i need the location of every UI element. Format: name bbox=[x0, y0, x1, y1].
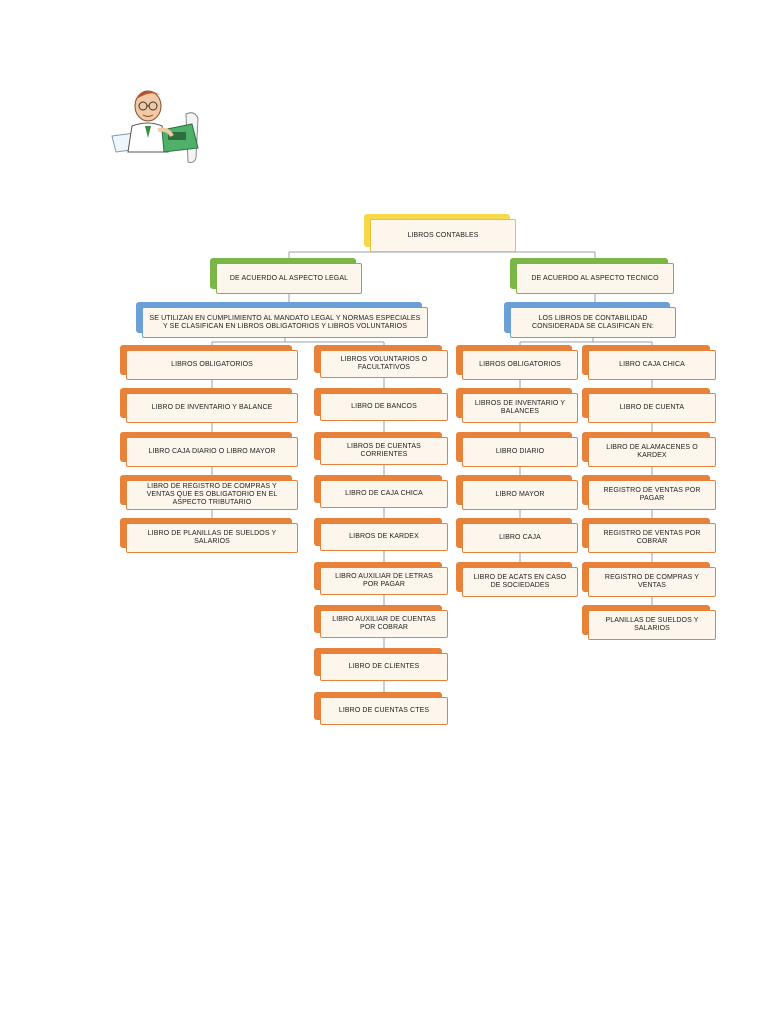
branch-2-col-2-item-5: REGISTRO DE VENTAS POR COBRAR bbox=[582, 518, 716, 553]
branch-1-col-1-item-2-label: LIBRO DE INVENTARIO Y BALANCE bbox=[126, 393, 298, 423]
branch-1-col-1-item-3-label: LIBRO CAJA DIARIO O lIBRO MAYOR bbox=[126, 437, 298, 467]
branch-1-col-1-item-3: LIBRO CAJA DIARIO O lIBRO MAYOR bbox=[120, 432, 298, 467]
branch-1-col-2-item-5-label: LIBROS DE KARDEX bbox=[320, 523, 448, 551]
branch-1-col-2-item-4-label: LIBRO DE CAJA CHICA bbox=[320, 480, 448, 508]
branch-2-col-2-item-1: LIBRO CAJA CHICA bbox=[582, 345, 716, 380]
branch-2-col-1-item-3: LIBRO DIARIO bbox=[456, 432, 578, 467]
branch-1-col-2-item-1: LIBROS VOLUNTARIOS O FACULTATIVOS bbox=[314, 345, 448, 378]
branch-1-col-1-item-4: LIBRO DE REGISTRO DE COMPRAS Y VENTAS QU… bbox=[120, 475, 298, 510]
branch-2-col-1-item-1-label: LIBROS OBLIGATORIOS bbox=[462, 350, 578, 380]
branch-1-col-2-item-7: LIBRO AUXILIAR DE CUENTAS POR COBRAR bbox=[314, 605, 448, 638]
branch-2-col-2-item-6-label: REGISTRO DE COMPRAS Y VENTAS bbox=[588, 567, 716, 597]
branch-1-col-1-item-1: LIBROS OBLIGATORIOS bbox=[120, 345, 298, 380]
branch-2-col-2-item-4: REGISTRO DE VENTAS POR PAGAR bbox=[582, 475, 716, 510]
branch-1-col-2-item-9: LIBRO DE CUENTAS CTES bbox=[314, 692, 448, 725]
branch-2-col-2-item-5-label: REGISTRO DE VENTAS POR COBRAR bbox=[588, 523, 716, 553]
branch-1-description-label: SE UTILIZAN EN CUMPLIMIENTO AL MANDATO L… bbox=[142, 307, 428, 338]
branch-1-col-2-item-2-label: LIBRO DE BANCOS bbox=[320, 393, 448, 421]
branch-1-col-2-item-8-label: LIBRO DE CLIENTES bbox=[320, 653, 448, 681]
branch-1-col-1-item-1-label: LIBROS OBLIGATORIOS bbox=[126, 350, 298, 380]
branch-1-col-1-item-5-label: LIBRO DE PLANILLAS DE SUELDOS Y SALARIOS bbox=[126, 523, 298, 553]
branch-1-col-2-item-1-label: LIBROS VOLUNTARIOS O FACULTATIVOS bbox=[320, 350, 448, 378]
branch-2-description: LOS LIBROS DE CONTABILIDAD CONSIDERADA S… bbox=[504, 302, 676, 338]
branch-1-description: SE UTILIZAN EN CUMPLIMIENTO AL MANDATO L… bbox=[136, 302, 428, 338]
branch-2-col-1-item-2: LIBROS DE INVENTARIO Y BALANCES bbox=[456, 388, 578, 423]
branch-1-col-2-item-6-label: LIBRO AUXILIAR DE LETRAS POR PAGAR bbox=[320, 567, 448, 595]
branch-2-col-1-item-6: LIBRO DE ACATS EN CASO DE SOCIEDADES bbox=[456, 562, 578, 597]
branch-2-col-2-item-3-label: LIBRO DE ALAMACENES O KARDEX bbox=[588, 437, 716, 467]
branch-2-col-2-item-1-label: LIBRO CAJA CHICA bbox=[588, 350, 716, 380]
branch-1-col-2-item-7-label: LIBRO AUXILIAR DE CUENTAS POR COBRAR bbox=[320, 610, 448, 638]
branch-1-col-1-item-5: LIBRO DE PLANILLAS DE SUELDOS Y SALARIOS bbox=[120, 518, 298, 553]
branch-1-node: DE ACUERDO AL ASPECTO LEGAL bbox=[210, 258, 362, 294]
branch-1-col-2-item-6: LIBRO AUXILIAR DE LETRAS POR PAGAR bbox=[314, 562, 448, 595]
branch-1-col-2-item-3: LIBROS DE CUENTAS CORRIENTES bbox=[314, 432, 448, 465]
branch-2-node-label: DE ACUERDO AL ASPECTO TECNICO bbox=[516, 263, 674, 294]
branch-2-col-1-item-3-label: LIBRO DIARIO bbox=[462, 437, 578, 467]
branch-2-col-1-item-4: LIBRO MAYOR bbox=[456, 475, 578, 510]
branch-1-col-2-item-5: LIBROS DE KARDEX bbox=[314, 518, 448, 551]
branch-2-col-1-item-1: LIBROS OBLIGATORIOS bbox=[456, 345, 578, 380]
branch-2-col-2-item-7: PLANILLAS DE SUELDOS Y SALARIOS bbox=[582, 605, 716, 640]
branch-2-col-2-item-6: REGISTRO DE COMPRAS Y VENTAS bbox=[582, 562, 716, 597]
branch-2-col-1-item-4-label: LIBRO MAYOR bbox=[462, 480, 578, 510]
branch-1-col-2-item-8: LIBRO DE CLIENTES bbox=[314, 648, 448, 681]
branch-2-col-1-item-2-label: LIBROS DE INVENTARIO Y BALANCES bbox=[462, 393, 578, 423]
root-node: LIBROS CONTABLES bbox=[364, 214, 516, 252]
branch-1-col-2-item-9-label: LIBRO DE CUENTAS CTES bbox=[320, 697, 448, 725]
branch-1-col-1-item-4-label: LIBRO DE REGISTRO DE COMPRAS Y VENTAS QU… bbox=[126, 480, 298, 510]
root-node-label: LIBROS CONTABLES bbox=[370, 219, 516, 252]
branch-2-node: DE ACUERDO AL ASPECTO TECNICO bbox=[510, 258, 674, 294]
branch-2-col-2-item-7-label: PLANILLAS DE SUELDOS Y SALARIOS bbox=[588, 610, 716, 640]
branch-2-col-1-item-5-label: LIBRO CAJA bbox=[462, 523, 578, 553]
branch-1-col-2-item-3-label: LIBROS DE CUENTAS CORRIENTES bbox=[320, 437, 448, 465]
branch-1-col-2-item-4: LIBRO DE CAJA CHICA bbox=[314, 475, 448, 508]
branch-2-description-label: LOS LIBROS DE CONTABILIDAD CONSIDERADA S… bbox=[510, 307, 676, 338]
branch-2-col-1-item-6-label: LIBRO DE ACATS EN CASO DE SOCIEDADES bbox=[462, 567, 578, 597]
branch-1-col-1-item-2: LIBRO DE INVENTARIO Y BALANCE bbox=[120, 388, 298, 423]
branch-2-col-2-item-2: LIBRO DE CUENTA bbox=[582, 388, 716, 423]
clerk-with-adding-machine-icon bbox=[108, 84, 212, 164]
branch-2-col-1-item-5: LIBRO CAJA bbox=[456, 518, 578, 553]
branch-1-col-2-item-2: LIBRO DE BANCOS bbox=[314, 388, 448, 421]
branch-2-col-2-item-4-label: REGISTRO DE VENTAS POR PAGAR bbox=[588, 480, 716, 510]
branch-2-col-2-item-2-label: LIBRO DE CUENTA bbox=[588, 393, 716, 423]
branch-2-col-2-item-3: LIBRO DE ALAMACENES O KARDEX bbox=[582, 432, 716, 467]
branch-1-node-label: DE ACUERDO AL ASPECTO LEGAL bbox=[216, 263, 362, 294]
